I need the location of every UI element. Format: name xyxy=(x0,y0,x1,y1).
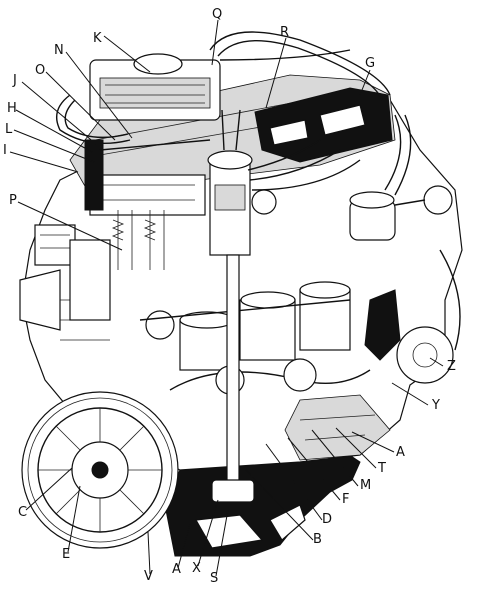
label-c: C xyxy=(18,505,27,520)
label-k: K xyxy=(93,31,102,46)
label-h: H xyxy=(7,101,17,116)
engine-illustration xyxy=(19,31,463,557)
label-l: L xyxy=(5,122,13,137)
label-s: S xyxy=(210,571,218,586)
label-p: P xyxy=(9,193,17,208)
label-f: F xyxy=(342,492,349,507)
leader-lines xyxy=(9,19,444,577)
label-d: D xyxy=(322,512,332,527)
label-o: O xyxy=(35,63,45,78)
label-a-bottom: A xyxy=(172,562,181,577)
label-v: V xyxy=(144,569,153,584)
label-x: X xyxy=(192,561,201,576)
label-n: N xyxy=(54,43,64,58)
label-t: T xyxy=(377,461,386,476)
label-j: J xyxy=(12,73,17,88)
label-b: B xyxy=(313,532,322,547)
label-m: M xyxy=(360,478,371,493)
label-a-right: A xyxy=(396,445,405,460)
label-z: Z xyxy=(447,359,456,374)
label-e: E xyxy=(62,547,70,562)
part-labels: Q K R N G O J H L I P Z Y A T M F D B S … xyxy=(3,7,456,586)
label-q: Q xyxy=(212,7,222,22)
label-g: G xyxy=(365,56,375,71)
label-i: I xyxy=(3,143,7,158)
label-y: Y xyxy=(431,398,440,413)
label-r: R xyxy=(280,25,289,40)
